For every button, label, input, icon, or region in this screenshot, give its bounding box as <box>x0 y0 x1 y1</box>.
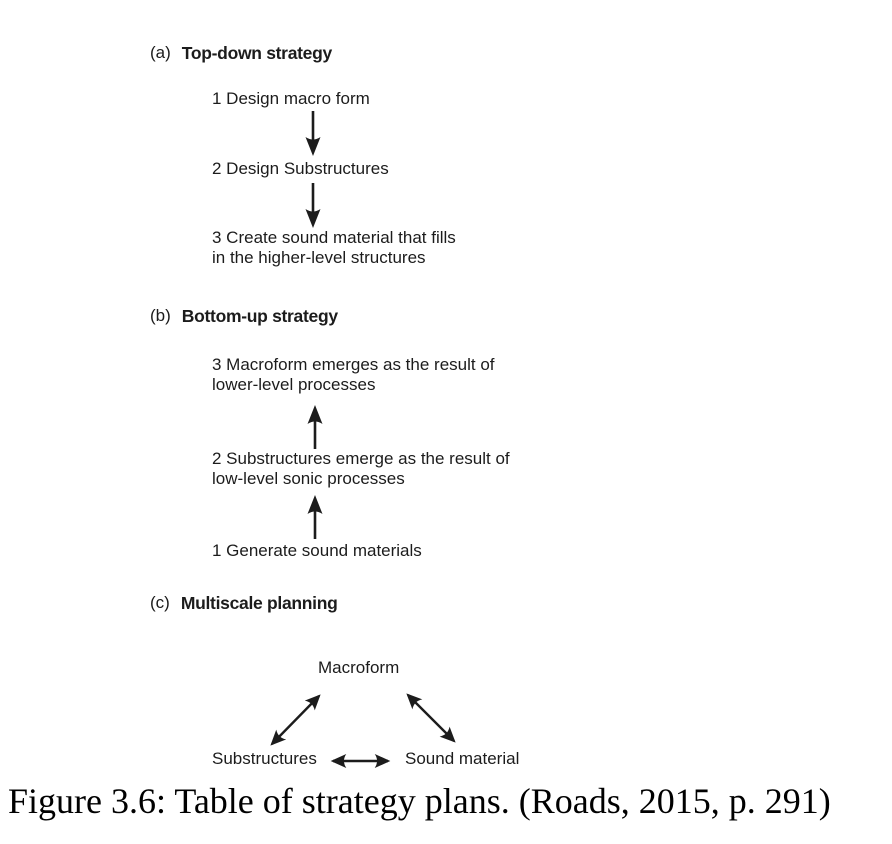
section-a-heading: (a) Top-down strategy <box>150 43 332 63</box>
section-b-index: (b) <box>150 306 171 325</box>
step-line: lower-level processes <box>212 375 376 394</box>
down-arrow-icon <box>305 111 321 156</box>
node-substructures: Substructures <box>212 749 317 768</box>
section-b-step-3: 3 Macroform emerges as the result of low… <box>212 355 495 395</box>
step-line: in the higher-level structures <box>212 248 426 267</box>
node-macroform: Macroform <box>318 658 400 677</box>
step-line: 3 Macroform emerges as the result of <box>212 355 495 374</box>
down-arrow-icon <box>305 183 321 228</box>
section-a-step-1: 1 Design macro form <box>212 89 370 109</box>
up-arrow-icon <box>307 495 323 539</box>
figure-caption: Figure 3.6: Table of strategy plans. (Ro… <box>8 781 831 821</box>
section-a-step-3: 3 Create sound material that fills in th… <box>212 228 456 268</box>
section-b-step-1: 1 Generate sound materials <box>212 541 422 561</box>
step-line: low-level sonic processes <box>212 469 405 488</box>
section-c-heading: (c) Multiscale planning <box>150 593 338 613</box>
step-line: 1 Design macro form <box>212 89 370 108</box>
section-b-step-2: 2 Substructures emerge as the result of … <box>212 449 510 489</box>
step-line: 2 Substructures emerge as the result of <box>212 449 510 468</box>
section-c-index: (c) <box>150 593 170 612</box>
section-c-title: Multiscale planning <box>180 593 338 613</box>
section-a-index: (a) <box>150 43 171 62</box>
double-arrow-macroform-sound-material <box>406 693 456 743</box>
section-a-title: Top-down strategy <box>181 43 332 63</box>
section-a-step-2: 2 Design Substructures <box>212 159 389 179</box>
step-line: 3 Create sound material that fills <box>212 228 456 247</box>
double-arrow-substructures-macroform <box>270 694 321 746</box>
up-arrow-icon <box>307 405 323 449</box>
section-b-heading: (b) Bottom-up strategy <box>150 306 338 326</box>
section-b-title: Bottom-up strategy <box>181 306 338 326</box>
node-sound-material: Sound material <box>405 749 520 768</box>
step-line: 1 Generate sound materials <box>212 541 422 560</box>
triangle-double-arrows <box>270 693 456 769</box>
step-line: 2 Design Substructures <box>212 159 389 178</box>
